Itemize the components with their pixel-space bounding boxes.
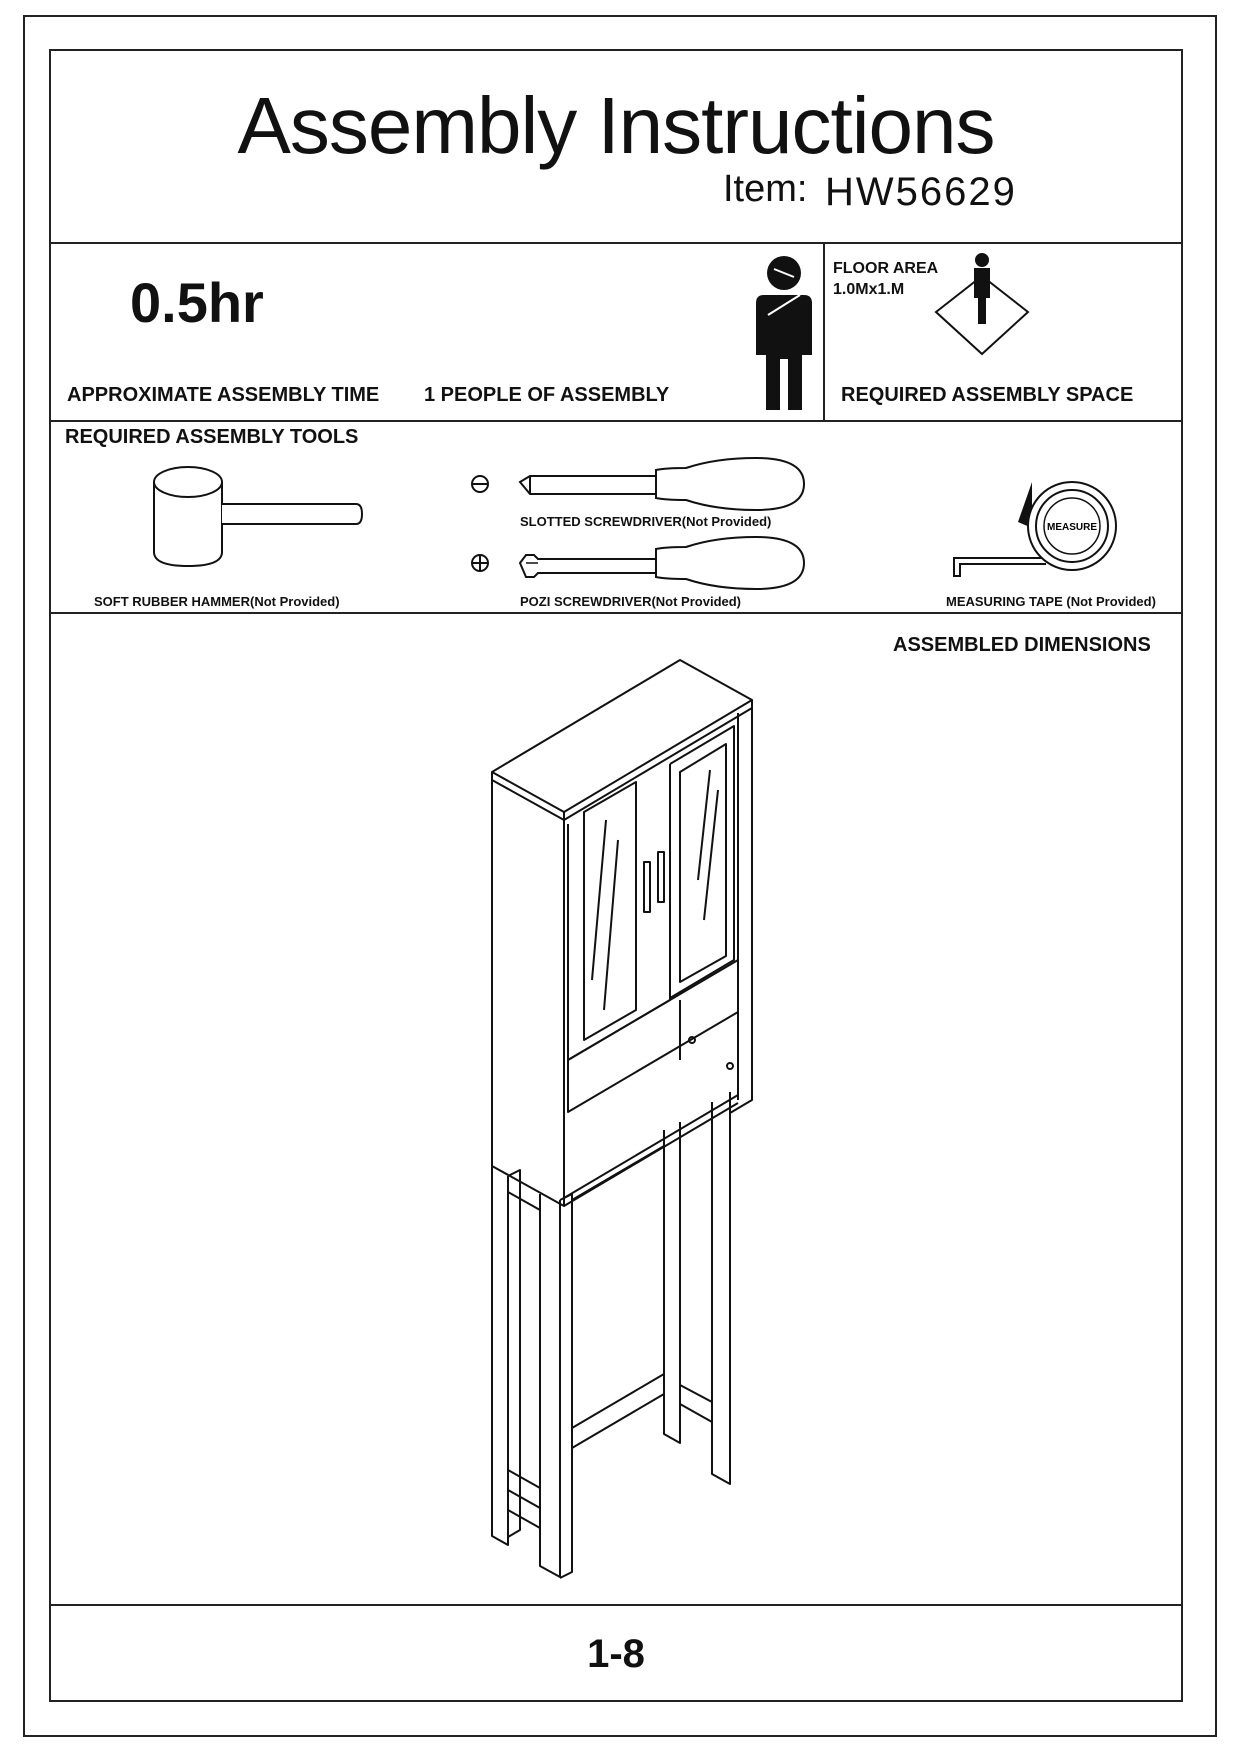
item-number: HW56629 (825, 170, 1017, 214)
assembly-time-value: 0.5hr (130, 271, 264, 334)
dimensions-heading: ASSEMBLED DIMENSIONS (893, 634, 1151, 656)
page-title: Assembly Instructions (237, 81, 995, 170)
measuring-tape-icon: MEASURE (953, 481, 1117, 577)
floor-space-icon (934, 253, 1030, 356)
pozi-label: POZI SCREWDRIVER(Not Provided) (520, 594, 742, 609)
space-label: REQUIRED ASSEMBLY SPACE (841, 384, 1134, 406)
people-label: 1 PEOPLE OF ASSEMBLY (424, 384, 670, 406)
assembly-time-label: APPROXIMATE ASSEMBLY TIME (67, 384, 380, 406)
tools-heading: REQUIRED ASSEMBLY TOOLS (65, 426, 359, 448)
item-label: Item: (723, 168, 808, 210)
outer-border (23, 15, 1217, 1737)
hammer-label: SOFT RUBBER HAMMER(Not Provided) (94, 594, 340, 609)
pozi-screwdriver-icon (518, 535, 806, 591)
divider (49, 1604, 1183, 1606)
slotted-label: SLOTTED SCREWDRIVER(Not Provided) (520, 514, 772, 529)
inner-border (49, 49, 1183, 1702)
floor-area-title: FLOOR AREA (833, 260, 939, 277)
divider (823, 242, 825, 420)
page-number: 1-8 (587, 1632, 645, 1676)
hammer-icon (153, 466, 364, 568)
cabinet-drawing (491, 659, 753, 1579)
divider (49, 612, 1183, 614)
tape-label: MEASURING TAPE (Not Provided) (946, 594, 1156, 609)
person-icon (756, 256, 812, 410)
divider (49, 420, 1183, 422)
floor-area-value: 1.0Mx1.M (833, 281, 905, 298)
slotted-head-icon (471, 475, 489, 493)
tape-face-text: MEASURE (1047, 522, 1097, 533)
floor-area: FLOOR AREA 1.0Mx1.M (833, 258, 938, 300)
divider (49, 242, 1183, 244)
slotted-screwdriver-icon (518, 456, 806, 512)
pozi-head-icon (471, 554, 489, 572)
